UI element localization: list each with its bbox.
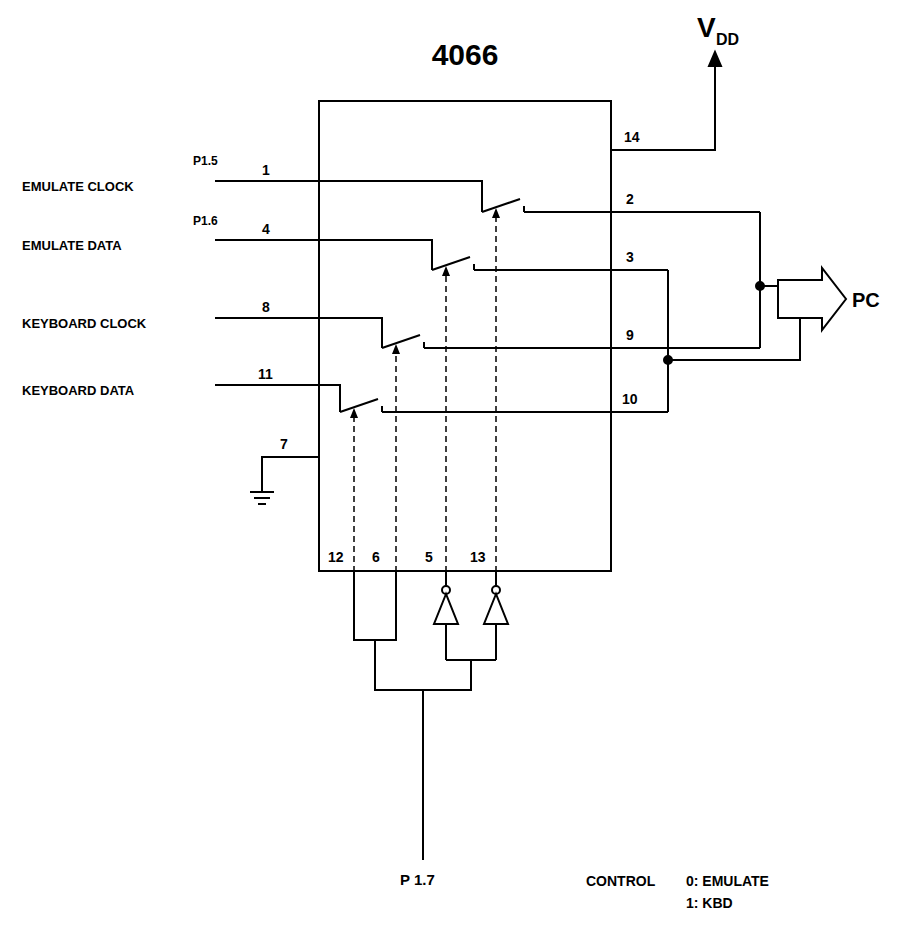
pin-number: 11: [258, 367, 273, 381]
signal-name: EMULATE CLOCK: [22, 180, 134, 193]
pin-number: 4: [262, 222, 270, 236]
port-pin: P 1.7: [400, 872, 435, 887]
legend-title: CONTROL: [586, 874, 655, 888]
pin-number: 10: [622, 392, 638, 406]
pin-number: 9: [626, 328, 634, 342]
pin-number: 7: [280, 437, 288, 451]
port-pin: P1.5: [193, 155, 218, 167]
pin-number: 12: [328, 550, 344, 564]
supply-subscript: DD: [716, 32, 739, 48]
port-pin: P1.6: [193, 215, 218, 227]
pin-number: 2: [626, 192, 634, 206]
analog-switch: [215, 240, 668, 270]
analog-switch: [215, 385, 668, 412]
legend-entry: 1: KBD: [686, 896, 733, 910]
supply-name: V: [697, 14, 716, 42]
control-arrowhead: [350, 208, 500, 418]
pin-number: 13: [470, 550, 486, 564]
ic-package: 4066: [318, 100, 612, 572]
ground-symbol: [250, 457, 318, 504]
signal-name: EMULATE DATA: [22, 239, 122, 252]
vdd-supply: [612, 52, 721, 150]
pin-number: 5: [425, 550, 433, 564]
legend-entry: 0: EMULATE: [686, 874, 769, 888]
analog-switch: [215, 181, 760, 212]
pin-number: 3: [626, 250, 634, 264]
control-wiring: [354, 572, 508, 860]
signal-name: KEYBOARD CLOCK: [22, 317, 146, 330]
chip-name: 4066: [320, 40, 610, 70]
analog-switch: [215, 318, 760, 348]
pc-arrow: [778, 268, 846, 330]
pin-number: 1: [262, 163, 270, 177]
port-name: PC: [852, 290, 880, 310]
pin-number: 14: [624, 130, 640, 144]
pin-number: 8: [262, 300, 270, 314]
pin-number: 6: [372, 550, 380, 564]
signal-name: KEYBOARD DATA: [22, 384, 134, 397]
control-link: [354, 216, 496, 572]
